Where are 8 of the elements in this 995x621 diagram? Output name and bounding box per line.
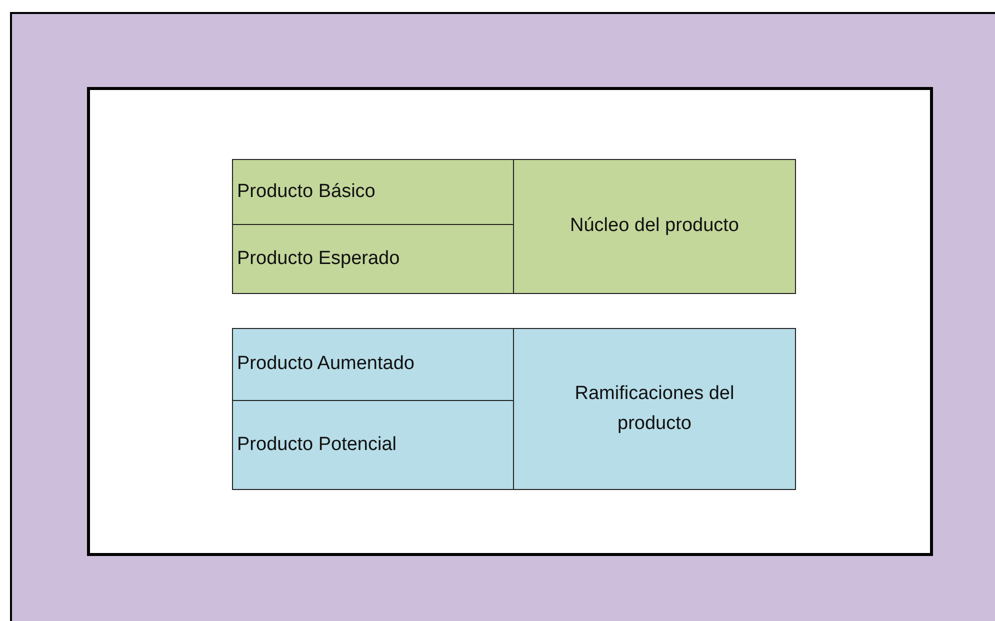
table-cell: Ramificaciones del producto [513, 328, 796, 490]
table-cell: Núcleo del producto [513, 159, 796, 294]
panel [87, 87, 933, 556]
table-cell: Producto Básico [232, 159, 514, 225]
frame-band [10, 12, 995, 621]
table-cell: Producto Aumentado [232, 328, 514, 401]
table-cell: Producto Esperado [232, 224, 514, 294]
table-cell: Producto Potencial [232, 400, 514, 490]
